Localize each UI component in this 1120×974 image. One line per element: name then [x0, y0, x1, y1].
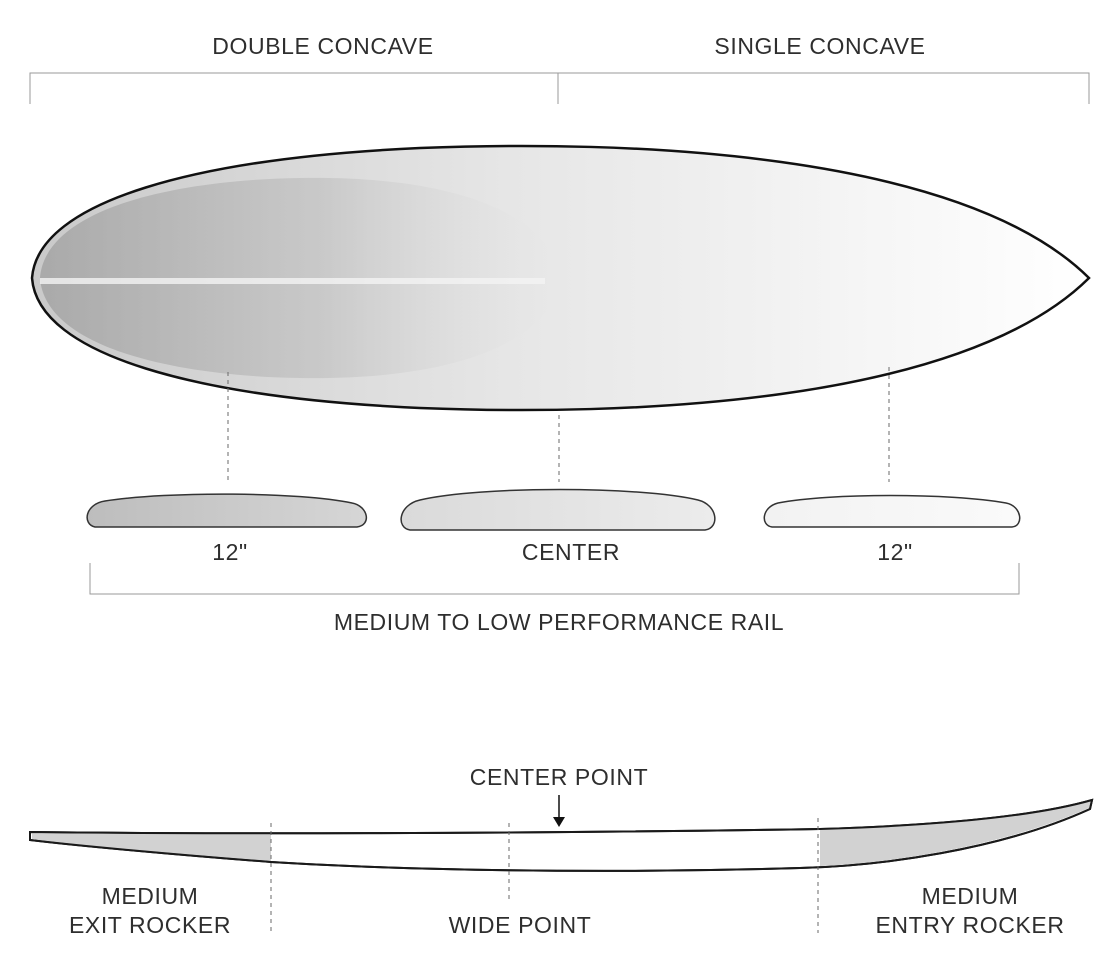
rail-section-center: [400, 488, 716, 531]
rail-section-right: [763, 494, 1021, 528]
entry-rocker-label-line2: ENTRY ROCKER: [875, 912, 1064, 938]
rail-bracket: [89, 563, 1020, 595]
exit-rocker-shade: [32, 833, 271, 861]
surfboard-rocker-profile: [29, 798, 1094, 872]
concave-bracket: [29, 72, 1090, 104]
entry-rocker-label-line1: MEDIUM: [922, 883, 1019, 909]
center-point-label: CENTER POINT: [470, 764, 648, 790]
rocker-outline-stroke: [29, 798, 1094, 872]
double-concave-label: DOUBLE CONCAVE: [212, 33, 433, 59]
rail-right-label: 12": [877, 539, 913, 565]
single-concave-label: SINGLE CONCAVE: [714, 33, 925, 59]
entry-rocker-shade: [820, 801, 1091, 866]
rail-caption: MEDIUM TO LOW PERFORMANCE RAIL: [334, 609, 784, 635]
center-point-arrow: [553, 795, 565, 827]
exit-rocker-label-line1: MEDIUM: [102, 883, 199, 909]
rail-center-label: CENTER: [522, 539, 620, 565]
surfboard-top-view: [30, 144, 1091, 412]
exit-rocker-label-line2: EXIT ROCKER: [69, 912, 231, 938]
rail-section-left: [86, 493, 367, 528]
wide-point-label: WIDE POINT: [449, 912, 592, 938]
rail-left-label: 12": [212, 539, 248, 565]
